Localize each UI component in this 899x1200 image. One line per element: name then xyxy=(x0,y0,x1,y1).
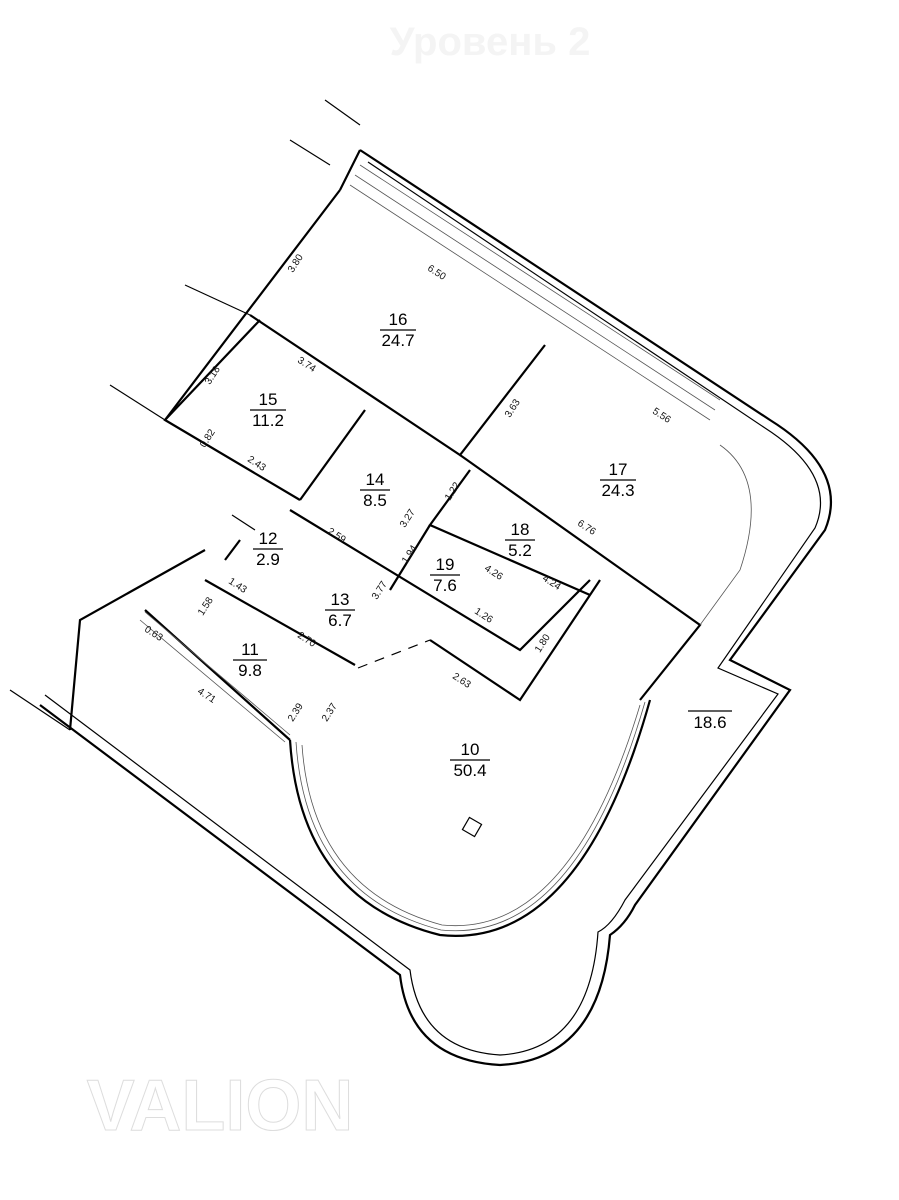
svg-text:4.26: 4.26 xyxy=(482,563,505,583)
svg-text:6.76: 6.76 xyxy=(575,518,598,538)
dimension-labels: 3.80 6.50 3.18 3.74 3.63 5.56 0.82 2.43 … xyxy=(142,252,673,724)
svg-text:2.43: 2.43 xyxy=(245,454,268,474)
svg-text:6.7: 6.7 xyxy=(328,611,352,630)
svg-text:1.58: 1.58 xyxy=(196,595,216,618)
watermark: VALION xyxy=(87,1066,354,1146)
svg-text:3.27: 3.27 xyxy=(398,507,418,530)
svg-text:17: 17 xyxy=(609,460,628,479)
svg-text:3.77: 3.77 xyxy=(370,579,390,602)
svg-text:5.56: 5.56 xyxy=(650,406,673,426)
room-11: 119.8 xyxy=(233,640,267,680)
svg-text:19: 19 xyxy=(436,555,455,574)
svg-text:6.50: 6.50 xyxy=(425,263,448,283)
svg-text:5.2: 5.2 xyxy=(508,541,532,560)
room-19: 197.6 xyxy=(430,555,460,595)
svg-text:10: 10 xyxy=(461,740,480,759)
svg-text:50.4: 50.4 xyxy=(453,761,486,780)
svg-text:16: 16 xyxy=(389,310,408,329)
svg-text:2.37: 2.37 xyxy=(320,701,340,724)
plan-title: Уровень 2 xyxy=(390,20,591,64)
svg-text:12: 12 xyxy=(259,529,278,548)
svg-text:0.82: 0.82 xyxy=(198,427,218,450)
svg-text:24.3: 24.3 xyxy=(601,481,634,500)
terrace-outline xyxy=(39,149,833,1067)
room-16: 16 24.7 xyxy=(380,310,416,350)
svg-text:11: 11 xyxy=(241,640,259,659)
svg-text:24.7: 24.7 xyxy=(381,331,414,350)
svg-text:18: 18 xyxy=(511,520,530,539)
room-14: 148.5 xyxy=(360,470,390,510)
room-15: 15 11.2 xyxy=(250,390,286,430)
svg-text:7.6: 7.6 xyxy=(433,576,457,595)
svg-text:0.63: 0.63 xyxy=(142,624,165,644)
room-12: 122.9 xyxy=(253,529,283,569)
svg-text:13: 13 xyxy=(331,590,350,609)
svg-text:15: 15 xyxy=(259,390,278,409)
svg-text:2.63: 2.63 xyxy=(450,671,473,691)
room-13: 136.7 xyxy=(325,590,355,630)
terrace-inner-outline xyxy=(44,161,822,1056)
room-17: 17 24.3 xyxy=(600,460,636,500)
svg-text:3.63: 3.63 xyxy=(503,397,523,420)
svg-text:2.70: 2.70 xyxy=(295,630,318,650)
svg-text:9.8: 9.8 xyxy=(238,661,262,680)
svg-text:4.71: 4.71 xyxy=(195,686,218,706)
svg-text:14: 14 xyxy=(366,470,385,489)
svg-text:18.6: 18.6 xyxy=(693,713,726,732)
svg-text:2.39: 2.39 xyxy=(286,701,306,724)
svg-text:8.5: 8.5 xyxy=(363,491,387,510)
room-10: 10 50.4 xyxy=(450,740,490,780)
room-18: 185.2 xyxy=(505,520,535,560)
terrace: 18.6 xyxy=(688,710,732,732)
svg-text:2.9: 2.9 xyxy=(256,550,280,569)
svg-text:4.24: 4.24 xyxy=(540,573,563,593)
svg-text:11.2: 11.2 xyxy=(252,411,284,430)
building-walls xyxy=(9,99,752,937)
